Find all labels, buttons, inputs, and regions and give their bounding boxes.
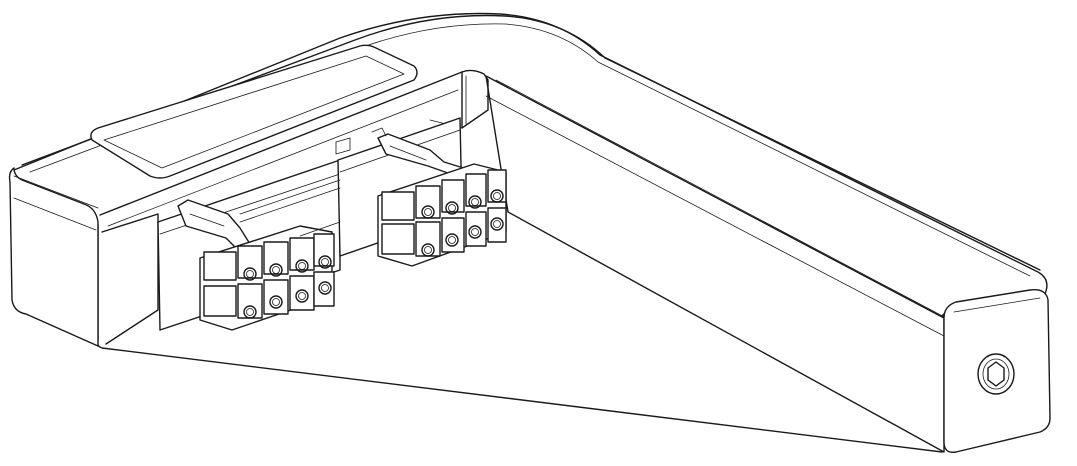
housing-recess-left-wall [101,213,159,345]
internal-rails [239,127,387,237]
left-connector-top-row [203,233,335,281]
housing-right-arm-face [485,75,945,453]
hex-socket-screw-icon [977,353,1015,395]
label-pad [90,44,418,179]
housing-recess-inner-corner [461,71,489,129]
right-connector-bottom-row [381,207,507,257]
right-connector [337,117,507,267]
right-connector-top-row [381,169,507,221]
left-connector [157,159,341,331]
housing-top-edge [21,14,1041,271]
left-connector-bottom-row [203,271,335,319]
